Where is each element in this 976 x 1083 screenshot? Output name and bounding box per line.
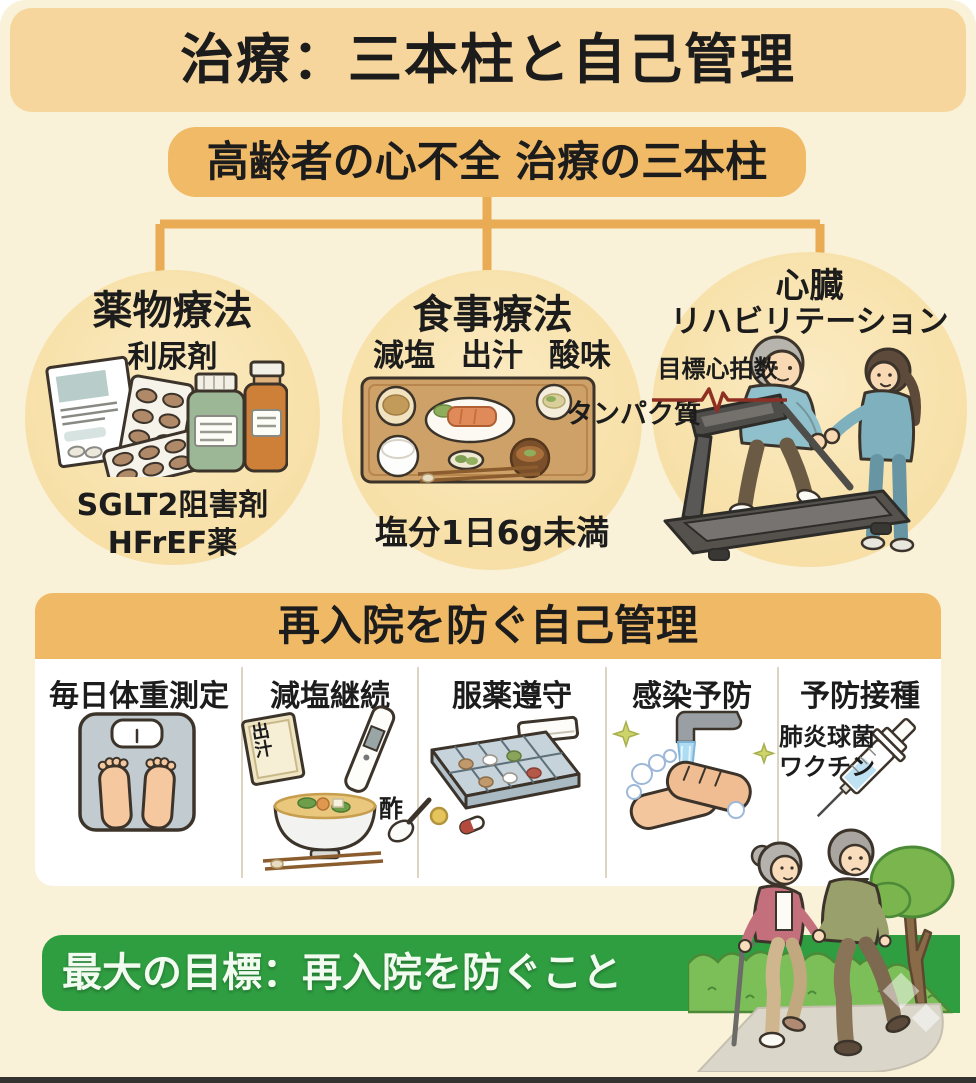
weight-scale-icon: [78, 712, 196, 832]
vinegar-label: 酢: [379, 795, 403, 823]
column-divider: [241, 667, 243, 878]
walking-couple-icon: [688, 828, 960, 1072]
pillar-diet-title: 食事療法: [412, 292, 573, 338]
pillar-rehab-title-line2: リハビリテーション: [670, 304, 949, 340]
column-divider: [417, 667, 419, 878]
self-management-band: [35, 593, 941, 659]
keyword-dashi: 出汁: [461, 338, 523, 374]
vaccine-note-line1: 肺炎球菌: [779, 723, 875, 751]
sm-item-vaccine-label: 予防接種: [800, 679, 920, 714]
three-pillars-badge-label: 高齢者の心不全 治療の三本柱: [206, 137, 768, 186]
column-divider: [777, 667, 779, 878]
meal-tray-icon: [360, 376, 596, 484]
vaccine-note-line2: ワクチン: [779, 753, 875, 781]
column-divider: [605, 667, 607, 878]
heartbeat-icon: [652, 387, 787, 413]
handwashing-icon: [612, 710, 776, 830]
pill-organizer-icon: [429, 715, 581, 835]
pillar-diet-keywords: 減塩 出汁 酸味: [352, 330, 632, 375]
pillar-rehab-title-line1: 心臓: [775, 266, 844, 306]
goal-text: 最大の目標：再入院を防ぐこと: [62, 950, 622, 996]
syringe-icon: [816, 717, 917, 818]
sm-item-weight-label: 毎日体重測定: [49, 679, 229, 714]
self-management-header: 再入院を防ぐ自己管理: [277, 601, 698, 650]
pillar-diet-side-label: タンパク質: [566, 399, 701, 430]
connector-lines-icon: [155, 197, 825, 272]
pillar-diet-bottom-label: 塩分1日6g未満: [374, 513, 610, 552]
medications-icon: [45, 355, 288, 477]
keyword-sourness: 酸味: [549, 338, 611, 374]
three-pillars-badge: [168, 127, 806, 197]
title-banner: [10, 8, 966, 112]
page-title: 治療：三本柱と自己管理: [180, 28, 796, 91]
goal-banner: [42, 935, 770, 1011]
sm-item-salt-label: 減塩継続: [270, 679, 390, 714]
sm-item-infection-label: 感染予防: [632, 679, 752, 714]
keyword-salt-reduction: 減塩: [373, 338, 435, 374]
pillar-drug-sublabel: 利尿剤: [127, 340, 218, 375]
pillar-drug-bottom-line2: HFrEF薬: [107, 526, 238, 561]
self-management-panel: 毎日体重測定 減塩継続 服薬遵守 感染予防 予防接種: [35, 659, 941, 886]
sm-item-medication-label: 服薬遵守: [452, 679, 572, 714]
pillar-drug-title: 薬物療法: [92, 288, 253, 334]
pillar-rehab-sublabel: 目標心拍数: [657, 355, 778, 383]
soup-bowl-icon: [241, 705, 432, 871]
pillar-drug-bottom-line1: SGLT2阻害剤: [76, 488, 269, 523]
section-divider-line: [0, 1077, 976, 1083]
